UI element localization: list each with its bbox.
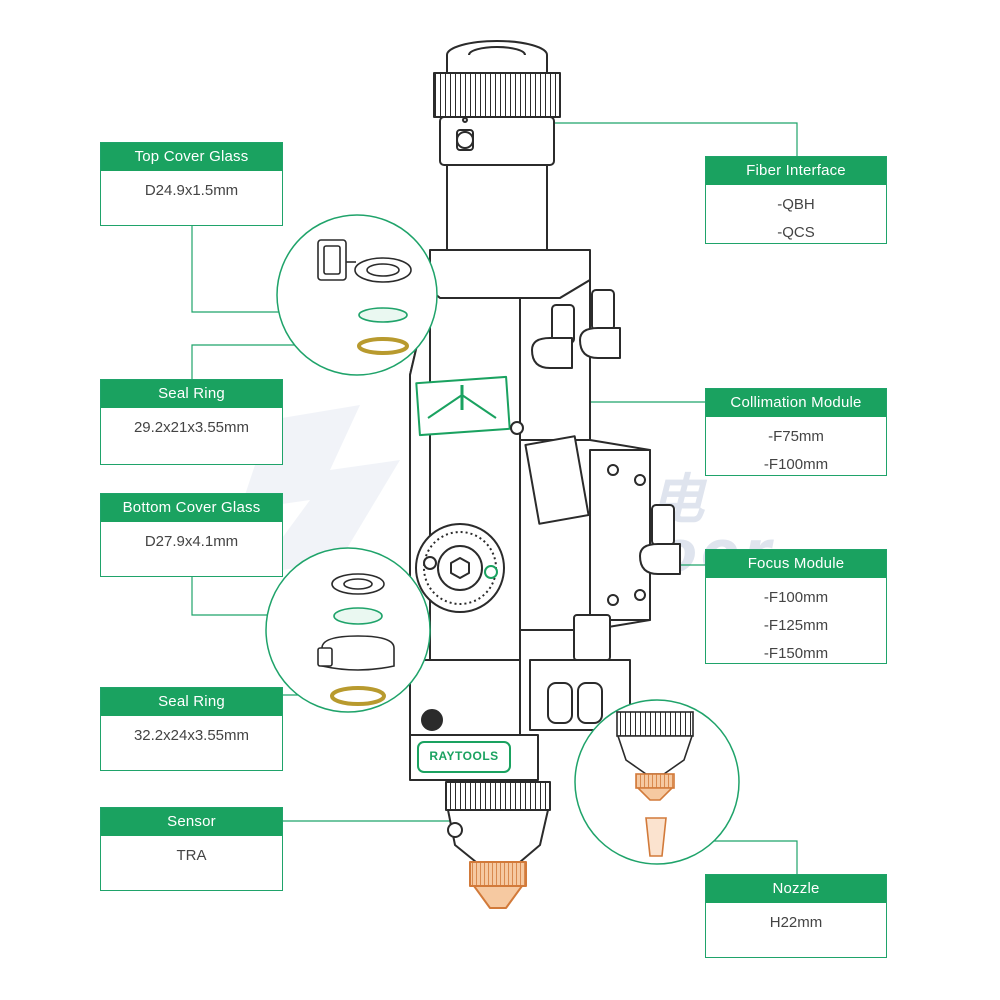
label-title: Bottom Cover Glass: [101, 494, 282, 522]
label-top-cover-glass: Top Cover Glass D24.9x1.5mm: [100, 142, 283, 226]
label-line: -QCS: [777, 224, 815, 241]
zoom-nozzle: [574, 699, 740, 865]
leader-fiber: [540, 122, 798, 156]
label-title: Collimation Module: [706, 389, 886, 417]
label-line: D27.9x4.1mm: [144, 533, 239, 550]
label-nozzle: Nozzle H22mm: [705, 874, 887, 958]
label-title: Focus Module: [706, 550, 886, 578]
label-fiber-interface: Fiber Interface -QBH -QCS: [705, 156, 887, 244]
label-line: -F150mm: [763, 645, 829, 662]
label-title: Seal Ring: [101, 688, 282, 716]
label-title: Nozzle: [706, 875, 886, 903]
label-title: Seal Ring: [101, 380, 282, 408]
label-title: Top Cover Glass: [101, 143, 282, 171]
label-line: 32.2x24x3.55mm: [133, 727, 250, 744]
nozzle-part: [645, 817, 667, 857]
label-focus-module: Focus Module -F100mm -F125mm -F150mm: [705, 549, 887, 664]
label-line: H22mm: [769, 914, 823, 931]
brand-plate: RAYTOOLS: [429, 749, 499, 763]
label-line: -F125mm: [763, 617, 829, 634]
label-line: -QBH: [777, 196, 815, 213]
label-sensor: Sensor TRA: [100, 807, 283, 891]
fiber-knurl-ring: [433, 72, 561, 118]
seal-ring-top-part: [357, 337, 409, 355]
label-line: -F100mm: [763, 589, 829, 606]
label-title: Fiber Interface: [706, 157, 886, 185]
seal-ring-bottom-part: [330, 686, 386, 706]
label-line: D24.9x1.5mm: [144, 182, 239, 199]
label-seal-ring-bottom: Seal Ring 32.2x24x3.55mm: [100, 687, 283, 771]
label-line: -F75mm: [768, 428, 824, 445]
label-bottom-cover-glass: Bottom Cover Glass D27.9x4.1mm: [100, 493, 283, 577]
label-title: Sensor: [101, 808, 282, 836]
label-line: 29.2x21x3.55mm: [133, 419, 250, 436]
label-collimation-module: Collimation Module -F75mm -F100mm: [705, 388, 887, 476]
label-seal-ring-top: Seal Ring 29.2x21x3.55mm: [100, 379, 283, 465]
label-line: -F100mm: [763, 456, 829, 473]
zoom-top-glass: [276, 214, 438, 376]
sensor-knurl-ring: [445, 781, 551, 811]
zoom-bottom-glass: [265, 547, 431, 713]
label-line: TRA: [176, 847, 207, 864]
